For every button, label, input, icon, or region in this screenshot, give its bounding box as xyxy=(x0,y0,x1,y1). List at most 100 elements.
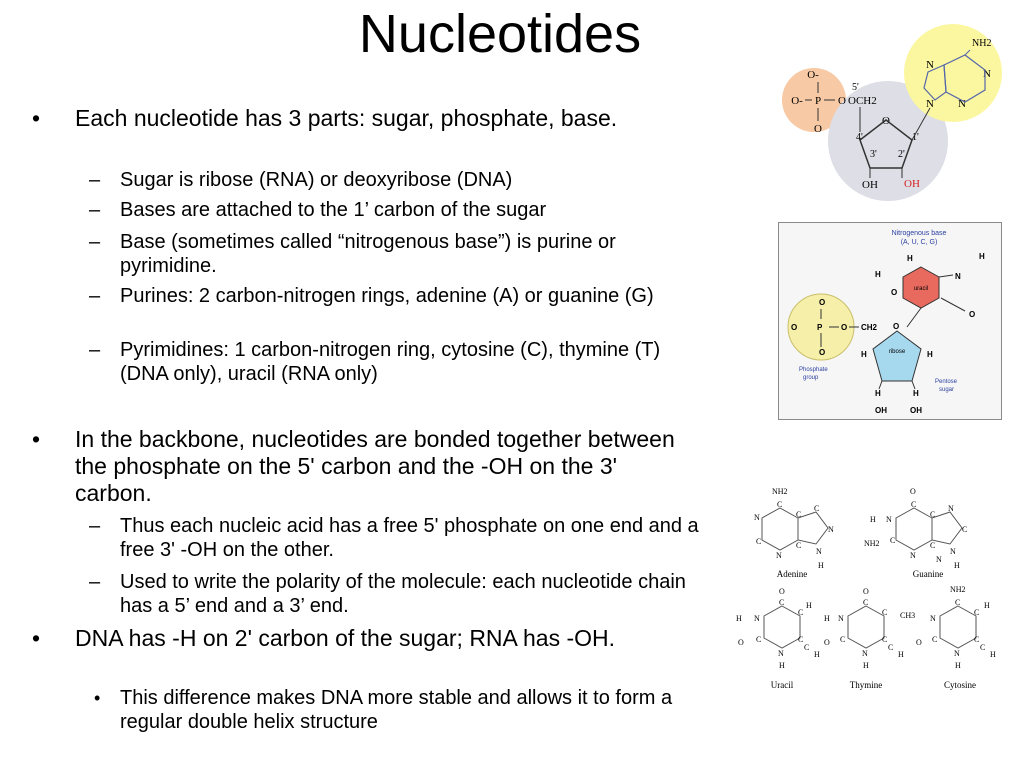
bullet-text: Bases are attached to the 1’ carbon of t… xyxy=(120,199,547,221)
atom-label: H xyxy=(984,601,990,610)
atom-label: C xyxy=(888,643,893,652)
bullet-marker: – xyxy=(89,571,101,593)
atom-label: N xyxy=(828,525,834,534)
atom-label: C xyxy=(974,608,979,617)
atom-label: H xyxy=(861,350,867,359)
atom-label: N xyxy=(838,614,844,623)
atom-label: H xyxy=(979,252,985,261)
bullet-text: Thus each nucleic acid has a free 5' pho… xyxy=(120,515,699,561)
thymine-structure: O C H N C CH3 C C O N H C H Thymine xyxy=(824,587,915,690)
atom-label: O xyxy=(819,298,825,307)
cytosine-structure: NH2 C N C H C C O N H C H Cytosine xyxy=(916,585,996,690)
bullet-text: In the backbone, nucleotides are bonded … xyxy=(75,426,675,506)
atom-label: O xyxy=(738,638,744,647)
atom-label: N xyxy=(862,649,868,658)
phosphate-atom: O- xyxy=(807,69,819,81)
bullet-marker: • xyxy=(94,688,101,708)
base-atom: N xyxy=(958,98,966,110)
atom-label: H xyxy=(875,270,881,279)
atom-label: C xyxy=(804,643,809,652)
atom-label: N xyxy=(954,649,960,658)
atom-label: C xyxy=(974,635,979,644)
sugar-name: ribose xyxy=(889,349,906,355)
atom-label: H xyxy=(990,650,996,659)
ribose-ring xyxy=(872,330,922,382)
atom-label: C xyxy=(890,536,895,545)
atom-label: O xyxy=(824,638,830,647)
atom-label: P xyxy=(817,323,823,332)
atom-label: H xyxy=(927,350,933,359)
atom-label: O xyxy=(819,348,825,357)
bullet-text: Base (sometimes called “nitrogenous base… xyxy=(120,231,616,277)
base-name: Adenine xyxy=(777,569,808,579)
atom-label: OH xyxy=(875,406,887,415)
atom-label: H xyxy=(736,614,742,623)
atom-label: N xyxy=(955,272,961,281)
atom-label: O xyxy=(910,487,916,496)
sugar-atom: 1' xyxy=(912,132,919,143)
bullet-marker: – xyxy=(89,515,101,537)
atom-label: N xyxy=(948,504,954,513)
atom-label: C xyxy=(980,643,985,652)
base-name: Thymine xyxy=(850,680,883,690)
bullet-text: Used to write the polarity of the molecu… xyxy=(120,571,686,617)
base-atom: NH2 xyxy=(972,38,991,49)
atom-label: H xyxy=(824,614,830,623)
sugar-atom: OH xyxy=(862,179,878,191)
bullet-text: Each nucleotide has 3 parts: sugar, phos… xyxy=(75,105,618,131)
atom-label: H xyxy=(863,661,869,670)
bullet-marker: – xyxy=(89,339,101,361)
atom-label: N xyxy=(778,649,784,658)
atom-label: H xyxy=(913,389,919,398)
atom-label: C xyxy=(882,608,887,617)
atom-label: C xyxy=(756,537,761,546)
phosphate-atom: O- xyxy=(791,95,803,107)
atom-label: O xyxy=(916,638,922,647)
atom-label: C xyxy=(756,635,761,644)
atom-label: N xyxy=(950,547,956,556)
base-atom: N xyxy=(983,68,991,80)
atom-label: C xyxy=(840,635,845,644)
atom-label: N xyxy=(776,551,782,560)
atom-label: O xyxy=(863,587,869,596)
atom-label: H xyxy=(814,650,820,659)
atom-label: H xyxy=(806,601,812,610)
atom-label: OH xyxy=(910,406,922,415)
atom-label: H xyxy=(955,661,961,670)
phosphate-caption: group xyxy=(803,375,819,381)
atom-label: H xyxy=(954,561,960,570)
adenine-structure: NH2 C N C C N C N C N H Adenine xyxy=(754,487,834,579)
atom-label: N xyxy=(930,614,936,623)
sugar-atom: O xyxy=(882,115,890,127)
atom-label: O xyxy=(969,310,975,319)
sugar-atom-red: OH xyxy=(904,178,920,190)
atom-label: H xyxy=(779,661,785,670)
atom-label: CH2 xyxy=(861,323,878,332)
atom-label: N xyxy=(754,614,760,623)
base-atom: N xyxy=(926,59,934,71)
atom-label: C xyxy=(911,500,916,509)
sugar-atom: 5' xyxy=(852,82,859,93)
base-name: Guanine xyxy=(913,569,944,579)
atom-label: C xyxy=(932,635,937,644)
atom-label: N xyxy=(886,515,892,524)
guanine-structure: O C H N C C NH2 N N C N C N H Guanine xyxy=(864,487,967,579)
uracil-structure: O C H N C H C C O N H C H Uracil xyxy=(736,587,820,690)
atom-label: N xyxy=(910,551,916,560)
sugar-atom: 4' xyxy=(856,132,863,143)
sugar-circle xyxy=(828,81,948,201)
atom-label: C xyxy=(796,541,801,550)
base-circle xyxy=(904,24,1002,122)
bullet-marker: – xyxy=(89,169,101,191)
atom-label: H xyxy=(870,515,876,524)
bullet-marker: • xyxy=(32,105,41,131)
atom-label: C xyxy=(930,510,935,519)
atom-label: C xyxy=(882,635,887,644)
bullet-marker: – xyxy=(89,231,101,253)
atom-label: C xyxy=(863,598,868,607)
phosphate-circle xyxy=(782,68,846,132)
atom-label: C xyxy=(798,635,803,644)
atom-label: NH2 xyxy=(864,539,880,548)
atom-label: CH3 xyxy=(900,611,915,620)
bullet-marker: – xyxy=(89,199,101,221)
